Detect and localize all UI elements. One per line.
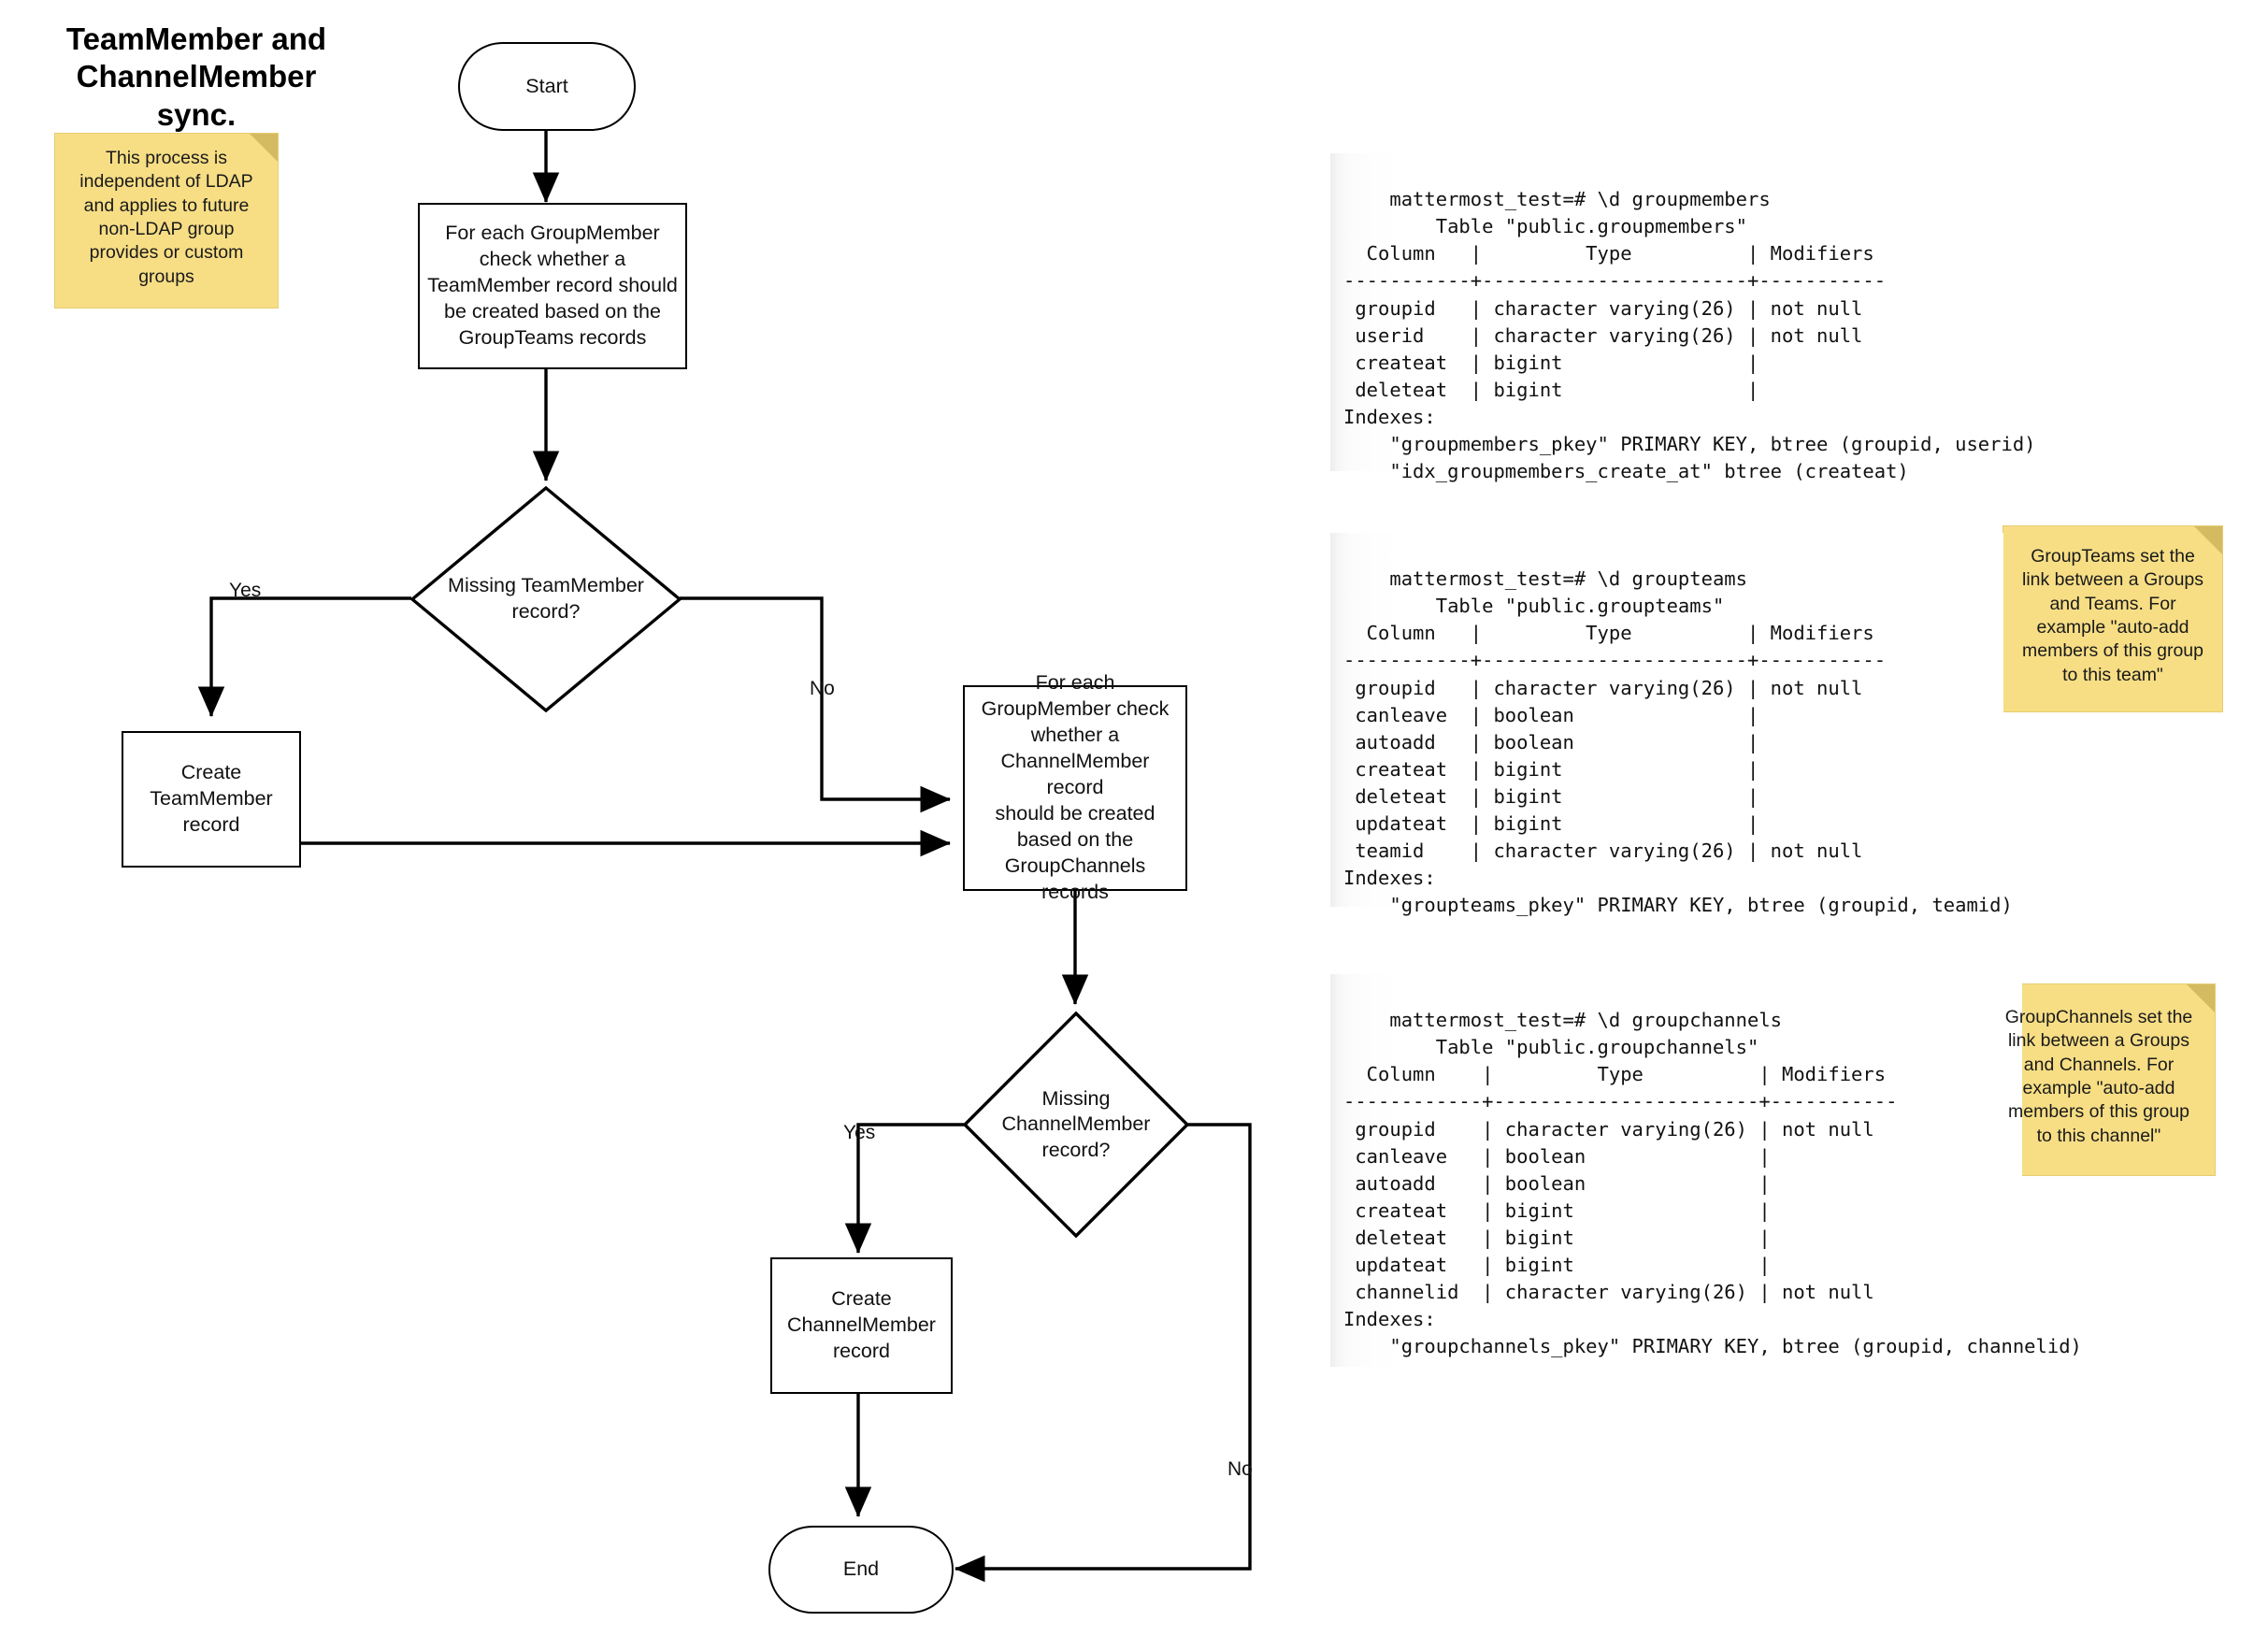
node-missing-channelmember-label: Missing ChannelMember record?: [1001, 1086, 1151, 1161]
edge-label-channelmember-yes: Yes: [843, 1122, 876, 1143]
node-start-label: Start: [525, 74, 568, 97]
note-fold-icon: [250, 134, 278, 162]
diamond-shape: [410, 486, 682, 712]
sticky-note-ldap-text: This process is independent of LDAP and …: [79, 147, 253, 287]
node-create-channelmember[interactable]: Create ChannelMember record: [770, 1257, 953, 1394]
edge-label-channelmember-no: No: [1227, 1458, 1253, 1480]
sticky-note-groupteams-text: GroupTeams set the link between a Groups…: [2021, 545, 2204, 685]
note-fold-icon: [2194, 526, 2222, 554]
node-start[interactable]: Start: [458, 42, 636, 131]
terminal-groupteams: mattermost_test=# \d groupteams Table "p…: [1330, 533, 2013, 916]
node-for-each-groupmember-channel-label: For each GroupMember check whether a Cha…: [981, 671, 1170, 903]
page-title: TeamMember and ChannelMember sync.: [65, 22, 327, 132]
terminal-groupmembers: mattermost_test=# \d groupmembers Table …: [1330, 153, 2036, 482]
terminal-groupchannels: mattermost_test=# \d groupchannels Table…: [1330, 974, 2082, 1367]
sticky-note-ldap: This process is independent of LDAP and …: [54, 133, 279, 309]
edge-label-teammember-yes: Yes: [229, 580, 262, 601]
node-create-teammember-label: Create TeamMember record: [150, 761, 273, 836]
node-end[interactable]: End: [768, 1526, 954, 1614]
sticky-note-groupteams: GroupTeams set the link between a Groups…: [2002, 525, 2223, 712]
edge-label-teammember-no: No: [810, 678, 835, 699]
terminal-groupmembers-text: mattermost_test=# \d groupmembers Table …: [1343, 188, 2036, 483]
terminal-groupchannels-text: mattermost_test=# \d groupchannels Table…: [1343, 1009, 2082, 1358]
node-for-each-groupmember-team[interactable]: For each GroupMember check whether a Tea…: [418, 203, 687, 369]
node-missing-channelmember-decision[interactable]: Missing ChannelMember record?: [963, 1012, 1189, 1238]
node-for-each-groupmember-channel[interactable]: For each GroupMember check whether a Cha…: [963, 671, 1187, 903]
terminal-groupteams-text: mattermost_test=# \d groupteams Table "p…: [1343, 567, 2013, 917]
node-create-teammember[interactable]: Create TeamMember record: [122, 731, 301, 868]
node-for-each-groupmember-team-label: For each GroupMember check whether a Tea…: [427, 222, 678, 349]
sticky-note-groupchannels-text: GroupChannels set the link between a Gro…: [2004, 1006, 2193, 1146]
note-fold-icon: [2187, 984, 2215, 1012]
node-create-channelmember-label: Create ChannelMember record: [787, 1287, 936, 1362]
diamond-shape: [963, 1012, 1189, 1238]
node-end-label: End: [842, 1557, 880, 1581]
sticky-note-groupchannels: GroupChannels set the link between a Gro…: [1982, 983, 2216, 1176]
node-missing-teammember-label: Missing TeamMember record?: [448, 574, 644, 623]
node-missing-teammember-decision[interactable]: Missing TeamMember record?: [410, 486, 682, 712]
